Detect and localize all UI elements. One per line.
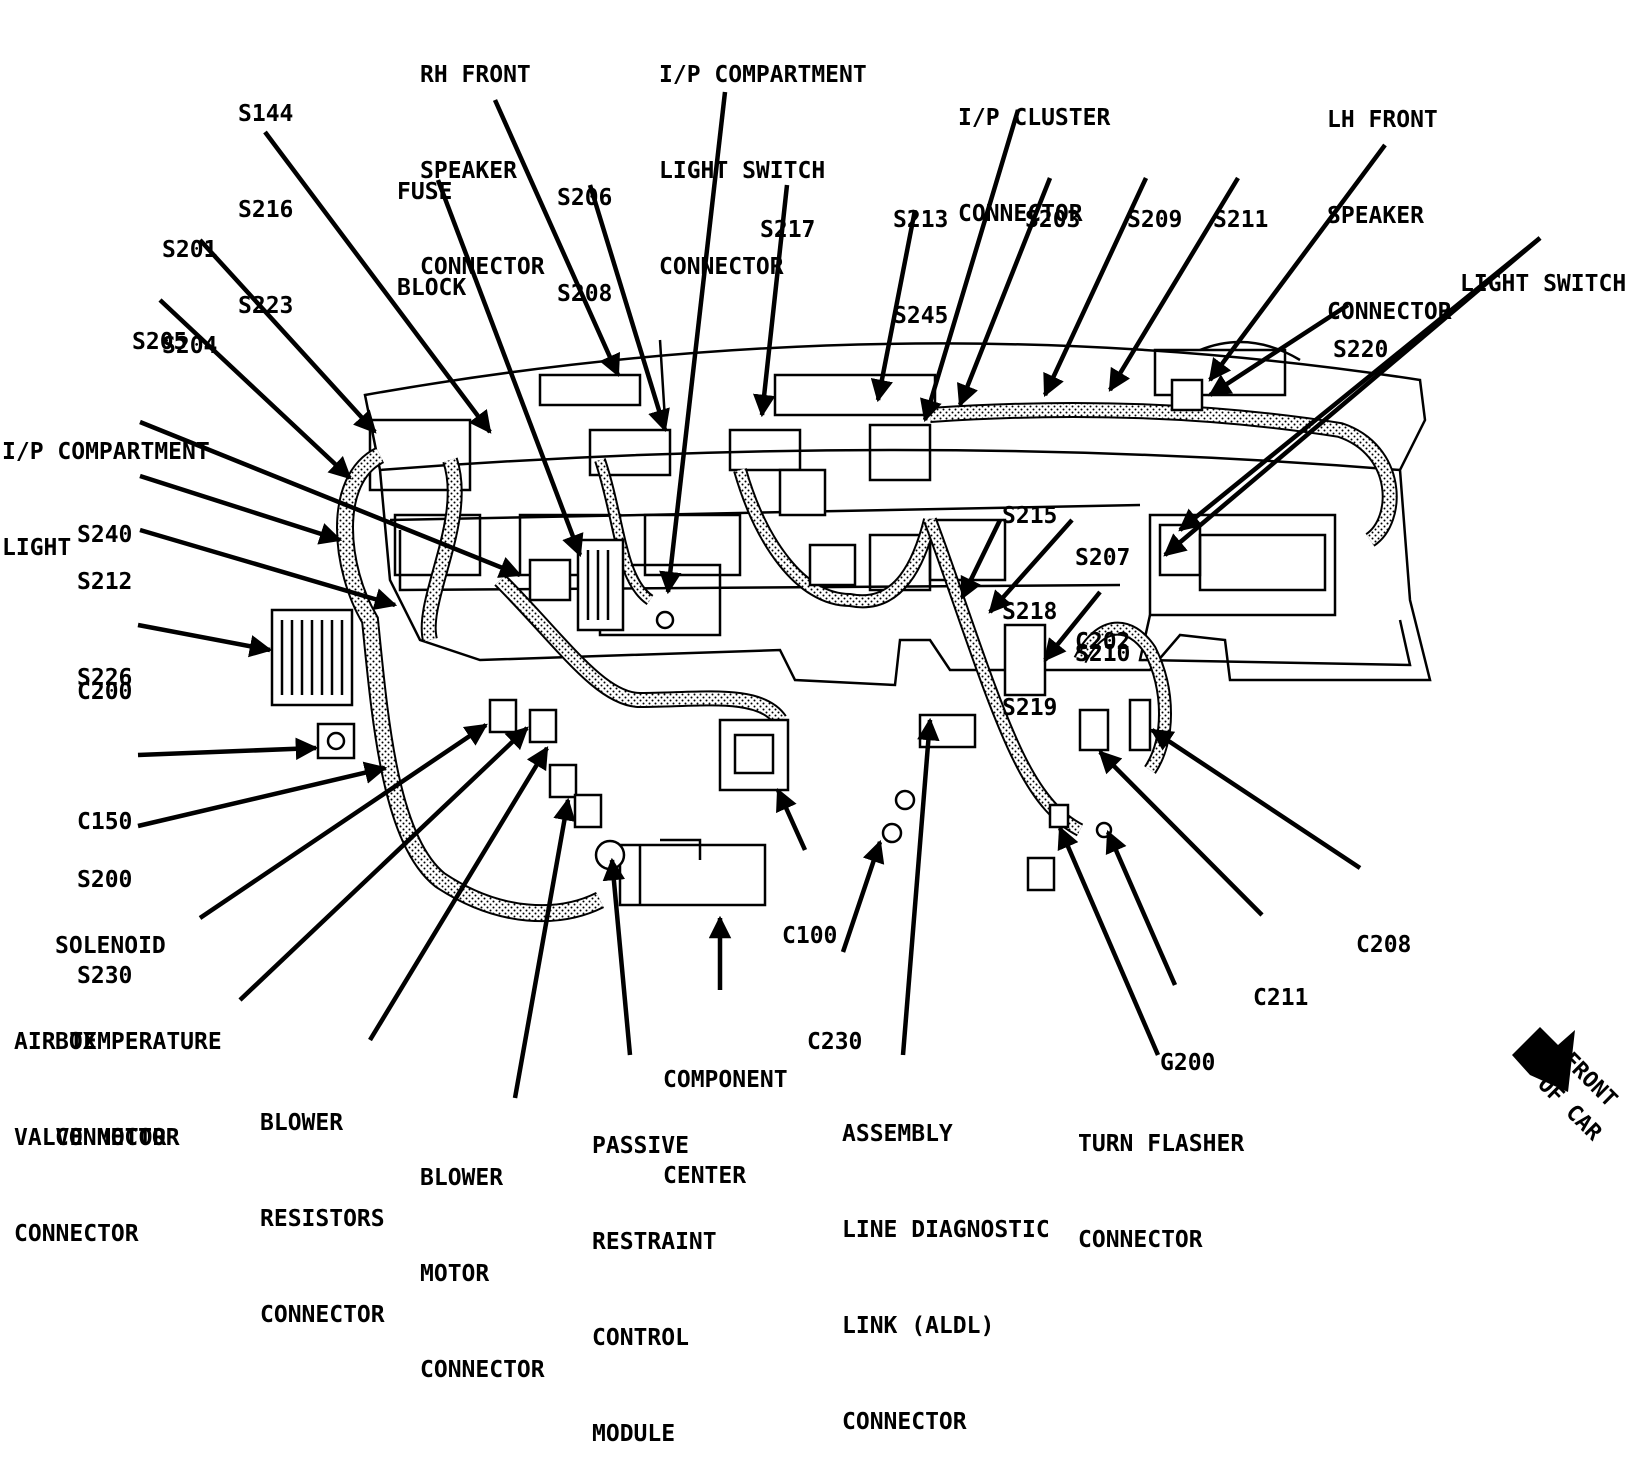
- label-s205: S205: [132, 329, 188, 355]
- wiring-harness: [336, 402, 1398, 923]
- label-c211: C211: [1253, 985, 1309, 1011]
- label-s201-s204: S201 S204: [162, 237, 218, 359]
- label-c202: C202: [1075, 629, 1131, 655]
- label-blower-resistors-connector: BLOWER RESISTORS CONNECTOR: [260, 1110, 385, 1328]
- label-solenoid-box-connector: SOLENOID BOX CONNECTOR: [55, 933, 180, 1151]
- label-s144-s216-s223: S144 S216 S223: [238, 101, 294, 319]
- label-s203: S203: [1025, 207, 1081, 233]
- label-assembly-line-diagnostic-link-connector: ASSEMBLY LINE DIAGNOSTIC LINK (ALDL) CON…: [842, 1121, 1050, 1435]
- label-fuse-block: FUSE BLOCK: [397, 179, 467, 301]
- label-ip-cluster-connector: I/P CLUSTER CONNECTOR: [958, 105, 1111, 227]
- front-of-car-arrow: [1512, 1027, 1575, 1092]
- label-light-switch: LIGHT SWITCH: [1460, 271, 1627, 297]
- label-c100: C100: [782, 923, 838, 949]
- label-s211: S211: [1213, 207, 1269, 233]
- dashboard-wiring-diagram: [137, 91, 1575, 1099]
- label-s213-s245: S213 S245: [893, 207, 949, 329]
- label-c150: C150: [77, 809, 133, 835]
- label-passive-restraint-control-module: PASSIVE RESTRAINT CONTROL MODULE: [592, 1133, 717, 1447]
- instrument-panel: [363, 339, 1432, 687]
- label-c200: C200: [77, 679, 133, 705]
- label-turn-flasher-connector: TURN FLASHER CONNECTOR: [1078, 1131, 1245, 1253]
- label-s215-s218-s219: S215 S218 S219: [1002, 503, 1058, 721]
- label-s240: S240: [77, 522, 133, 548]
- connectors: [270, 378, 1204, 907]
- label-s217: S217: [760, 217, 816, 243]
- label-s212-s226: S212 S226: [77, 569, 133, 691]
- label-s209: S209: [1127, 207, 1183, 233]
- label-ip-compartment-light-switch-connector: I/P COMPARTMENT LIGHT SWITCH CONNECTOR: [659, 62, 867, 280]
- label-blower-motor-connector: BLOWER MOTOR CONNECTOR: [420, 1165, 545, 1383]
- label-s207-s210: S207 S210: [1075, 545, 1131, 667]
- label-ip-compartment-light: I/P COMPARTMENT LIGHT: [2, 439, 210, 561]
- label-g200: G200: [1160, 1050, 1216, 1076]
- leader-arrows: [137, 91, 1542, 1099]
- label-c208: C208: [1356, 932, 1412, 958]
- label-lh-front-speaker-connector: LH FRONT SPEAKER CONNECTOR: [1327, 107, 1452, 325]
- label-c230: C230: [807, 1029, 863, 1055]
- label-s220: S220: [1333, 337, 1389, 363]
- label-s200-s230: S200 S230: [77, 867, 133, 989]
- label-air-temperature-valve-motor-connector: AIR TEMPERATURE VALVE MOTOR CONNECTOR: [14, 1029, 222, 1247]
- label-rh-front-speaker-connector: RH FRONT SPEAKER CONNECTOR: [420, 62, 545, 280]
- label-s206-s208: S206 S208: [557, 185, 613, 307]
